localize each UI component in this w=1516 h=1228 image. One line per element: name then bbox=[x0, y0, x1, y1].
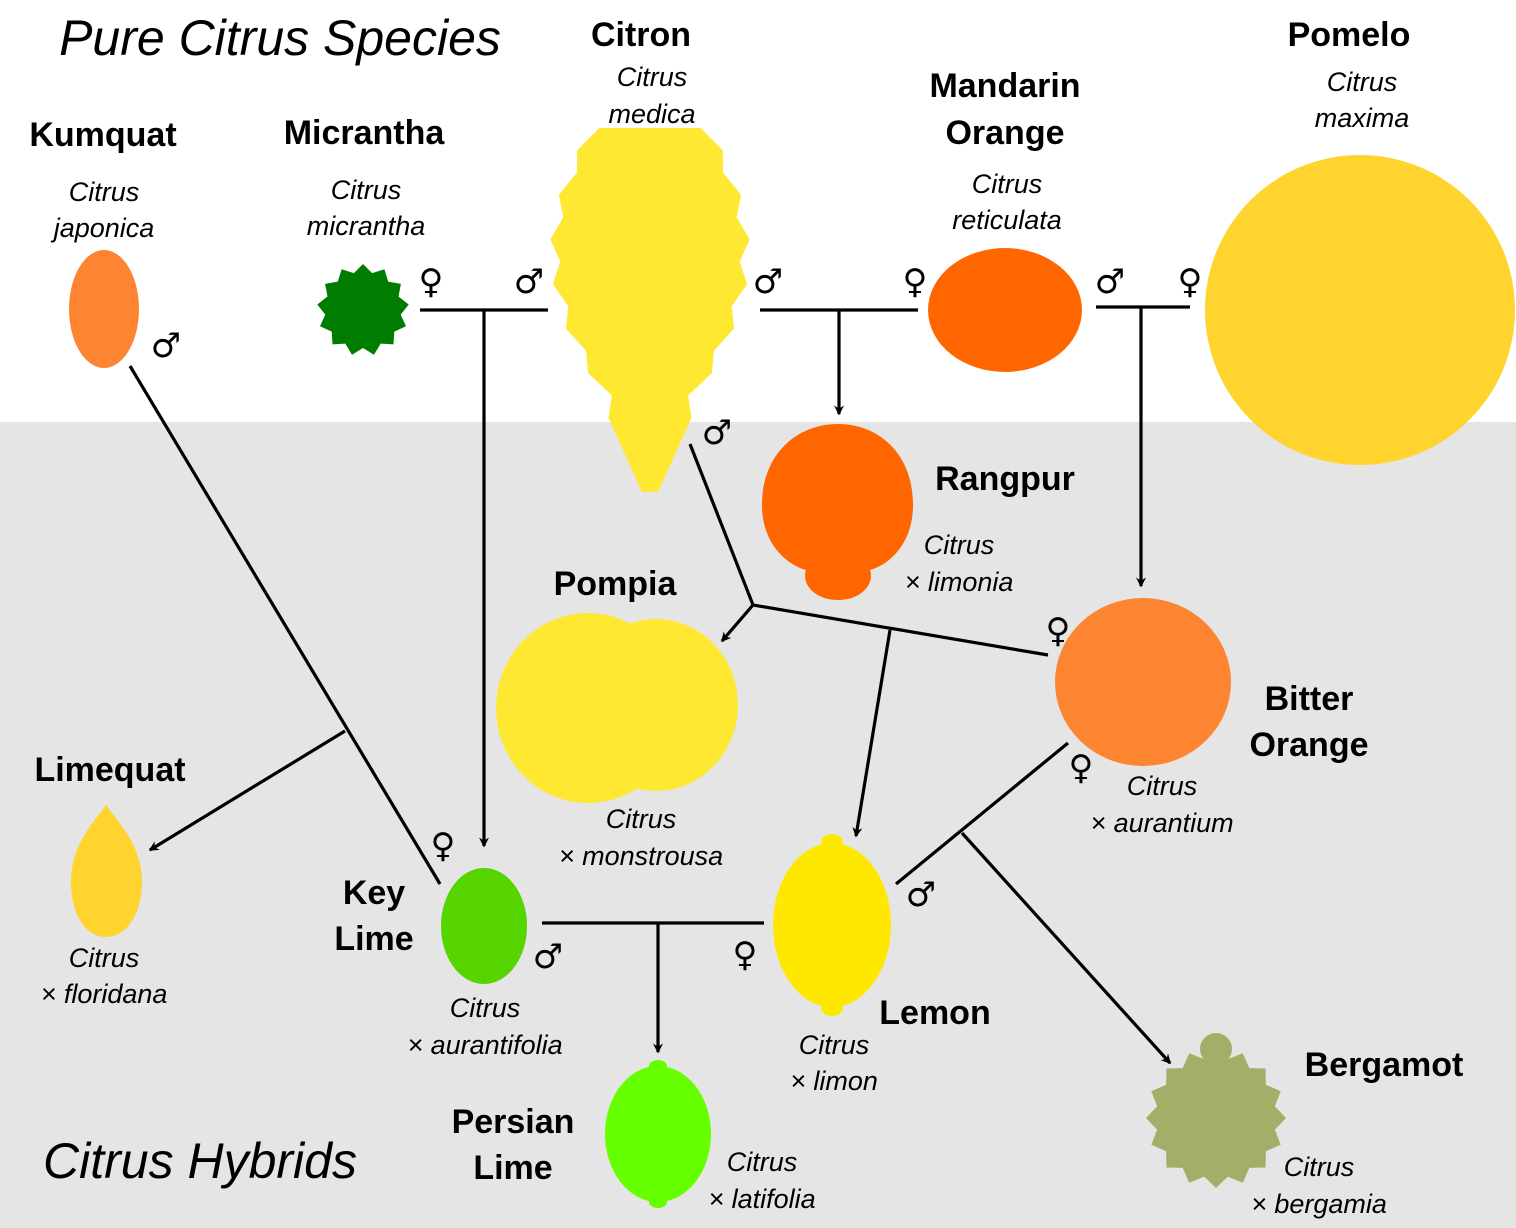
pomelo-sci-species: maxima bbox=[1315, 103, 1410, 133]
pomelo-label: Pomelo Citrus maxima bbox=[1288, 16, 1411, 133]
mandarin-sci-genus: Citrus bbox=[972, 169, 1043, 199]
bitter-orange-fruit bbox=[1055, 598, 1231, 766]
kumquat-sci-species: japonica bbox=[50, 213, 155, 243]
kumquat-sci-genus: Citrus bbox=[69, 177, 140, 207]
bergamot-name: Bergamot bbox=[1305, 1046, 1464, 1084]
persian-lime-sci-genus: Citrus bbox=[727, 1147, 798, 1177]
pompia-fruit bbox=[496, 613, 738, 803]
edge-to-lemon bbox=[852, 629, 892, 838]
pomelo-fruit bbox=[1205, 155, 1515, 465]
lemon-label: Lemon Citrus × limon bbox=[790, 994, 991, 1096]
female-symbol: ♀ bbox=[733, 935, 758, 975]
rangpur-fruit bbox=[762, 424, 913, 600]
edge-kumquat-keylime bbox=[128, 365, 442, 885]
female-symbol: ♀ bbox=[431, 826, 456, 866]
key-lime-sci-genus: Citrus bbox=[450, 993, 521, 1023]
female-symbol: ♀ bbox=[419, 262, 444, 302]
pompia-sci-species: × monstrousa bbox=[559, 841, 723, 871]
rangpur-sci-species: × limonia bbox=[905, 567, 1014, 597]
citron-sci-genus: Citrus bbox=[617, 62, 688, 92]
rangpur-sci-genus: Citrus bbox=[924, 530, 995, 560]
female-symbol: ♀ bbox=[1069, 748, 1094, 788]
male-symbol: ♂ bbox=[702, 413, 732, 453]
male-symbol: ♂ bbox=[514, 262, 544, 302]
pure-species-title: Pure Citrus Species bbox=[59, 10, 501, 66]
limequat-fruit bbox=[71, 805, 142, 937]
edge-bitter-orange-lemon bbox=[894, 741, 1070, 886]
male-symbol: ♂ bbox=[151, 326, 181, 366]
pomelo-sci-genus: Citrus bbox=[1327, 67, 1398, 97]
male-symbol: ♂ bbox=[753, 262, 783, 302]
key-lime-name-line2: Lime bbox=[334, 920, 413, 958]
bitter-orange-sci-species: × aurantium bbox=[1090, 808, 1233, 838]
lemon-sci-species: × limon bbox=[790, 1066, 878, 1096]
persian-lime-label: Persian Lime Citrus × latifolia bbox=[452, 1103, 816, 1214]
lemon-sci-genus: Citrus bbox=[799, 1030, 870, 1060]
citron-sci-species: medica bbox=[608, 99, 695, 129]
limequat-sci-genus: Citrus bbox=[69, 943, 140, 973]
bergamot-sci-species: × bergamia bbox=[1251, 1189, 1387, 1219]
citron-name: Citron bbox=[591, 16, 691, 54]
bitter-orange-label: Bitter Orange Citrus × aurantium bbox=[1090, 680, 1368, 838]
persian-lime-name-line2: Lime bbox=[473, 1149, 552, 1187]
limequat-name: Limequat bbox=[34, 751, 185, 789]
limequat-label: Limequat Citrus × floridana bbox=[34, 751, 185, 1009]
hybrids-title: Citrus Hybrids bbox=[43, 1133, 357, 1189]
persian-lime-fruit bbox=[605, 1060, 711, 1208]
bergamot-sci-genus: Citrus bbox=[1284, 1152, 1355, 1182]
lemon-fruit bbox=[773, 834, 891, 1016]
mandarin-label: Mandarin Orange Citrus reticulata bbox=[929, 67, 1080, 235]
bitter-orange-sci-genus: Citrus bbox=[1127, 771, 1198, 801]
kumquat-fruit bbox=[69, 250, 139, 368]
bergamot-fruit bbox=[1146, 1033, 1286, 1188]
edge-to-bergamot bbox=[960, 831, 1172, 1065]
persian-lime-sci-species: × latifolia bbox=[708, 1184, 815, 1214]
rangpur-name: Rangpur bbox=[935, 460, 1075, 498]
edge-to-pompia bbox=[720, 603, 755, 643]
bitter-orange-name-line1: Bitter bbox=[1265, 680, 1354, 718]
kumquat-name: Kumquat bbox=[29, 116, 176, 154]
male-symbol: ♂ bbox=[906, 875, 936, 915]
lemon-name: Lemon bbox=[879, 994, 990, 1032]
persian-lime-name-line1: Persian bbox=[452, 1103, 575, 1141]
micrantha-name: Micrantha bbox=[284, 114, 446, 152]
kumquat-label: Kumquat Citrus japonica bbox=[29, 116, 176, 243]
pompia-sci-genus: Citrus bbox=[606, 804, 677, 834]
key-lime-fruit bbox=[441, 868, 527, 984]
citron-label: Citron Citrus medica bbox=[591, 16, 696, 129]
bitter-orange-name-line2: Orange bbox=[1249, 726, 1368, 764]
citron-fruit bbox=[550, 128, 750, 492]
male-symbol: ♂ bbox=[533, 937, 563, 977]
edge-to-limequat bbox=[148, 729, 346, 852]
female-symbol: ♀ bbox=[903, 262, 928, 302]
micrantha-sci-genus: Citrus bbox=[331, 175, 402, 205]
pompia-label: Pompia Citrus × monstrousa bbox=[554, 565, 724, 871]
micrantha-sci-species: micrantha bbox=[307, 211, 426, 241]
female-symbol: ♀ bbox=[1046, 611, 1071, 651]
mandarin-name-line2: Orange bbox=[945, 114, 1064, 152]
micrantha-label: Micrantha Citrus micrantha bbox=[284, 114, 446, 241]
bergamot-label: Bergamot Citrus × bergamia bbox=[1251, 1046, 1463, 1219]
mandarin-orange-fruit bbox=[928, 248, 1082, 372]
pomelo-name: Pomelo bbox=[1288, 16, 1411, 54]
female-symbol: ♀ bbox=[1178, 262, 1203, 302]
key-lime-sci-species: × aurantifolia bbox=[407, 1030, 562, 1060]
pompia-name: Pompia bbox=[554, 565, 678, 603]
mandarin-name-line1: Mandarin bbox=[929, 67, 1080, 105]
male-symbol: ♂ bbox=[1095, 262, 1125, 302]
lineage-edges bbox=[128, 305, 1190, 1065]
limequat-sci-species: × floridana bbox=[41, 979, 168, 1009]
micrantha-fruit bbox=[317, 264, 409, 355]
mandarin-sci-species: reticulata bbox=[952, 205, 1062, 235]
key-lime-label: Key Lime Citrus × aurantifolia bbox=[334, 874, 562, 1060]
key-lime-name-line1: Key bbox=[343, 874, 405, 912]
hybrids-background bbox=[0, 422, 1516, 1228]
sex-symbols: ♂ ♀ ♂ ♂ ♀ ♂ ♀ ♂ ♀ ♀ ♀ ♂ ♂ ♀ bbox=[151, 262, 1203, 977]
rangpur-label: Rangpur Citrus × limonia bbox=[905, 460, 1075, 597]
